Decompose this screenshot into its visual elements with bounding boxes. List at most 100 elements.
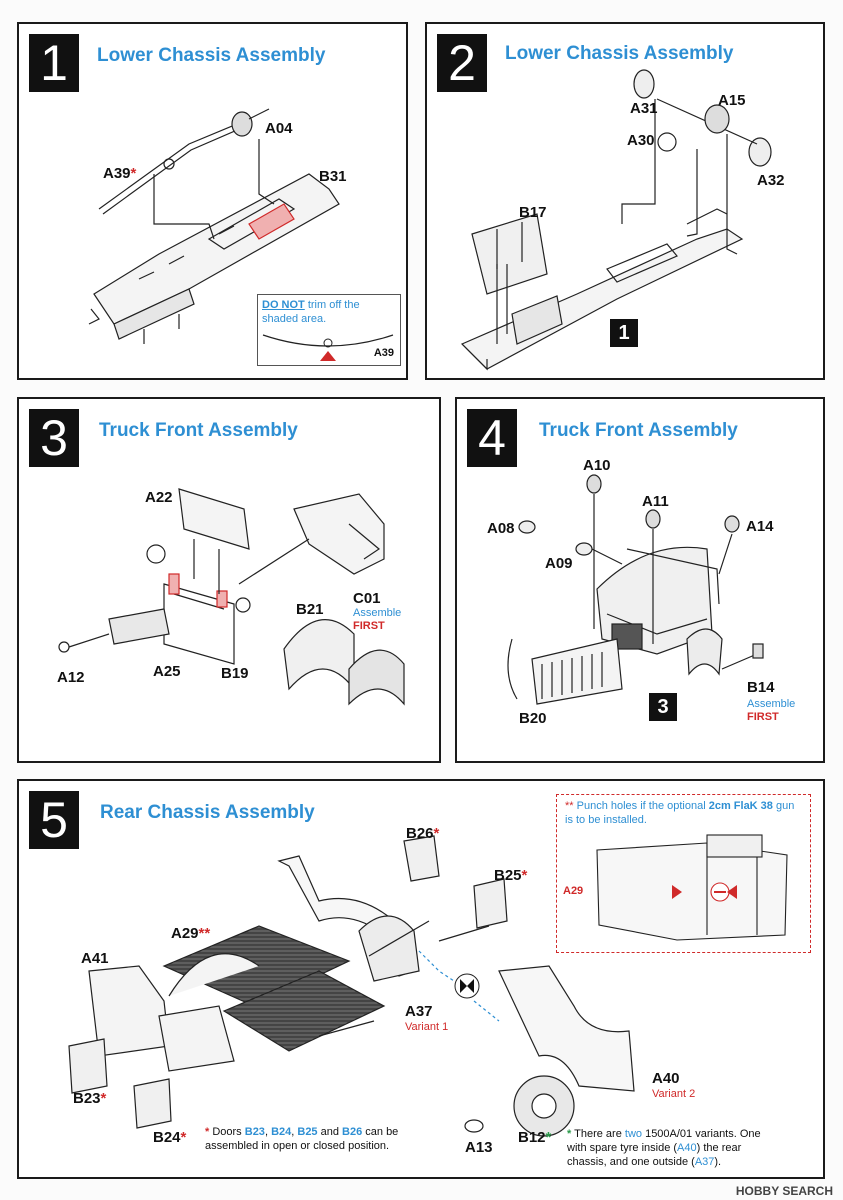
trim-detail-drawing — [262, 334, 394, 361]
part-label-b17: B17 — [519, 204, 547, 221]
part-label-b14: B14 — [747, 679, 775, 696]
part-label-a32: A32 — [757, 172, 785, 189]
part-label-a37: A37 — [405, 1003, 433, 1020]
part-label-a10: A10 — [583, 457, 611, 474]
step-title: Lower Chassis Assembly — [97, 45, 326, 66]
step-number: 2 — [437, 34, 487, 92]
doors-note-b23: B23 — [244, 1126, 265, 1138]
punch-holes-inset: ** Punch holes if the optional 2cm FlaK … — [556, 794, 811, 953]
part-label-b23: B23* — [73, 1090, 107, 1107]
step-5-panel: 5 Rear Chassis Assembly — [17, 779, 825, 1179]
part-label-b31: B31 — [319, 168, 347, 185]
part-label-a08: A08 — [487, 520, 515, 537]
step-title: Rear Chassis Assembly — [100, 802, 315, 823]
inset-text-1: Punch holes if the optional — [573, 800, 709, 812]
part-b24-text: B24 — [153, 1129, 181, 1146]
part-label-a09: A09 — [545, 555, 573, 572]
doors-note-t1: Doors — [209, 1126, 245, 1138]
step-title: Lower Chassis Assembly — [505, 43, 734, 64]
inset-text: ** Punch holes if the optional 2cm FlaK … — [565, 799, 803, 827]
part-label-a15: A15 — [718, 92, 746, 109]
inset-part-label: A29 — [563, 885, 584, 897]
variants-note-a37: A37 — [694, 1156, 715, 1168]
part-b12-text: B12 — [518, 1129, 546, 1146]
inset-drawing — [596, 834, 788, 941]
inset-highlight: 2cm FlaK 38 — [708, 800, 773, 812]
step-4-panel: 4 Truck Front Assembly A10 A11 A08 A14 A… — [455, 397, 825, 763]
callout-part: A39 — [373, 347, 394, 359]
punch-hole-icon — [454, 973, 480, 999]
step-2-panel: 2 Lower Chassis Assembly A31 A15 A30 A32… — [425, 22, 825, 380]
part-label-b21: B21 — [296, 601, 324, 618]
step-3-panel: 3 Truck Front Assembly A22 C01 Assemble … — [17, 397, 441, 763]
doors-note-b25: B25 — [297, 1126, 318, 1138]
step-reference-badge: 1 — [610, 319, 638, 347]
doors-note: * Doors B23, B24, B25 and B26 can be ass… — [205, 1125, 405, 1153]
variants-note-t3: ) the rear chassis, and one outside ( — [567, 1142, 742, 1168]
doors-note-t3: can be assembled in open or closed posit… — [205, 1126, 399, 1152]
step-title: Truck Front Assembly — [539, 420, 738, 441]
part-label-a04: A04 — [265, 120, 293, 137]
step-1-panel: 1 Lower Chassis Assembly A04 A39* B31 DO… — [17, 22, 408, 380]
lower-chassis-axle-drawing — [460, 69, 772, 371]
assemble-note: Assemble — [747, 698, 796, 710]
part-b25-text: B25 — [494, 867, 522, 884]
part-label-b19: B19 — [221, 665, 249, 682]
step-number: 3 — [29, 409, 79, 467]
part-a39-text: A39 — [103, 165, 131, 182]
variants-note-two: two — [624, 1128, 643, 1140]
part-label-a29: A29** — [171, 925, 211, 942]
part-label-a12: A12 — [57, 669, 85, 686]
part-label-a14: A14 — [746, 518, 774, 535]
part-label-a30: A30 — [627, 132, 655, 149]
variants-note-t2: 1500A/01 variants. One with spare tyre i… — [567, 1128, 761, 1154]
part-label-b25: B25* — [494, 867, 528, 884]
variant-2-note: Variant 2 — [652, 1088, 696, 1100]
part-b26-text: B26 — [406, 825, 434, 842]
rear-chassis-drawing — [68, 835, 635, 1137]
variant-1-note: Variant 1 — [405, 1021, 449, 1033]
part-label-b26: B26* — [406, 825, 440, 842]
step-reference-badge: 3 — [649, 693, 677, 721]
doors-note-t2: and — [317, 1126, 343, 1138]
trim-callout: DO NOT trim off the shaded area. A39 — [257, 294, 401, 366]
part-label-a13: A13 — [465, 1139, 493, 1156]
doors-note-c1: , — [264, 1126, 272, 1138]
part-label-a31: A31 — [630, 100, 658, 117]
lower-chassis-drawing — [88, 108, 340, 344]
callout-do-not: DO NOT — [262, 299, 305, 311]
part-label-a39: A39* — [103, 165, 137, 182]
truck-front-parts-drawing — [507, 474, 764, 705]
part-label-c01: C01 — [353, 590, 381, 607]
callout-body: trim off the shaded area. — [262, 299, 360, 325]
doors-note-star: * — [205, 1126, 210, 1138]
step-title: Truck Front Assembly — [99, 420, 298, 441]
part-label-b12: B12* — [518, 1129, 552, 1146]
watermark: HOBBY SEARCH — [735, 1184, 833, 1198]
first-note: FIRST — [353, 620, 385, 632]
variants-note-t1: There are — [571, 1128, 625, 1140]
variants-note-star: * — [567, 1128, 572, 1140]
part-label-a25: A25 — [153, 663, 181, 680]
callout-text: DO NOT trim off the shaded area. — [262, 298, 396, 326]
doors-note-c2: , — [291, 1126, 298, 1138]
part-a29-text: A29 — [171, 925, 199, 942]
part-label-a11: A11 — [642, 493, 669, 510]
step-number: 4 — [467, 409, 517, 467]
doors-note-b24: B24 — [271, 1126, 292, 1138]
assemble-note: Assemble — [353, 607, 402, 619]
variants-note-t4: ). — [714, 1156, 722, 1168]
part-b23-text: B23 — [73, 1090, 101, 1107]
variants-note-a40: A40 — [677, 1142, 697, 1154]
part-label-a22: A22 — [145, 489, 173, 506]
inset-stars: ** — [565, 800, 574, 812]
first-note: FIRST — [747, 711, 779, 723]
step-number: 5 — [29, 791, 79, 849]
inset-text-2: gun is to be installed. — [565, 800, 795, 826]
part-label-b20: B20 — [519, 710, 547, 727]
part-label-b24: B24* — [153, 1129, 187, 1146]
variants-note: * There are two 1500A/01 variants. One w… — [567, 1127, 767, 1169]
part-label-a40: A40 — [652, 1070, 680, 1087]
doors-note-b26: B26 — [342, 1126, 363, 1138]
part-label-a41: A41 — [81, 950, 109, 967]
